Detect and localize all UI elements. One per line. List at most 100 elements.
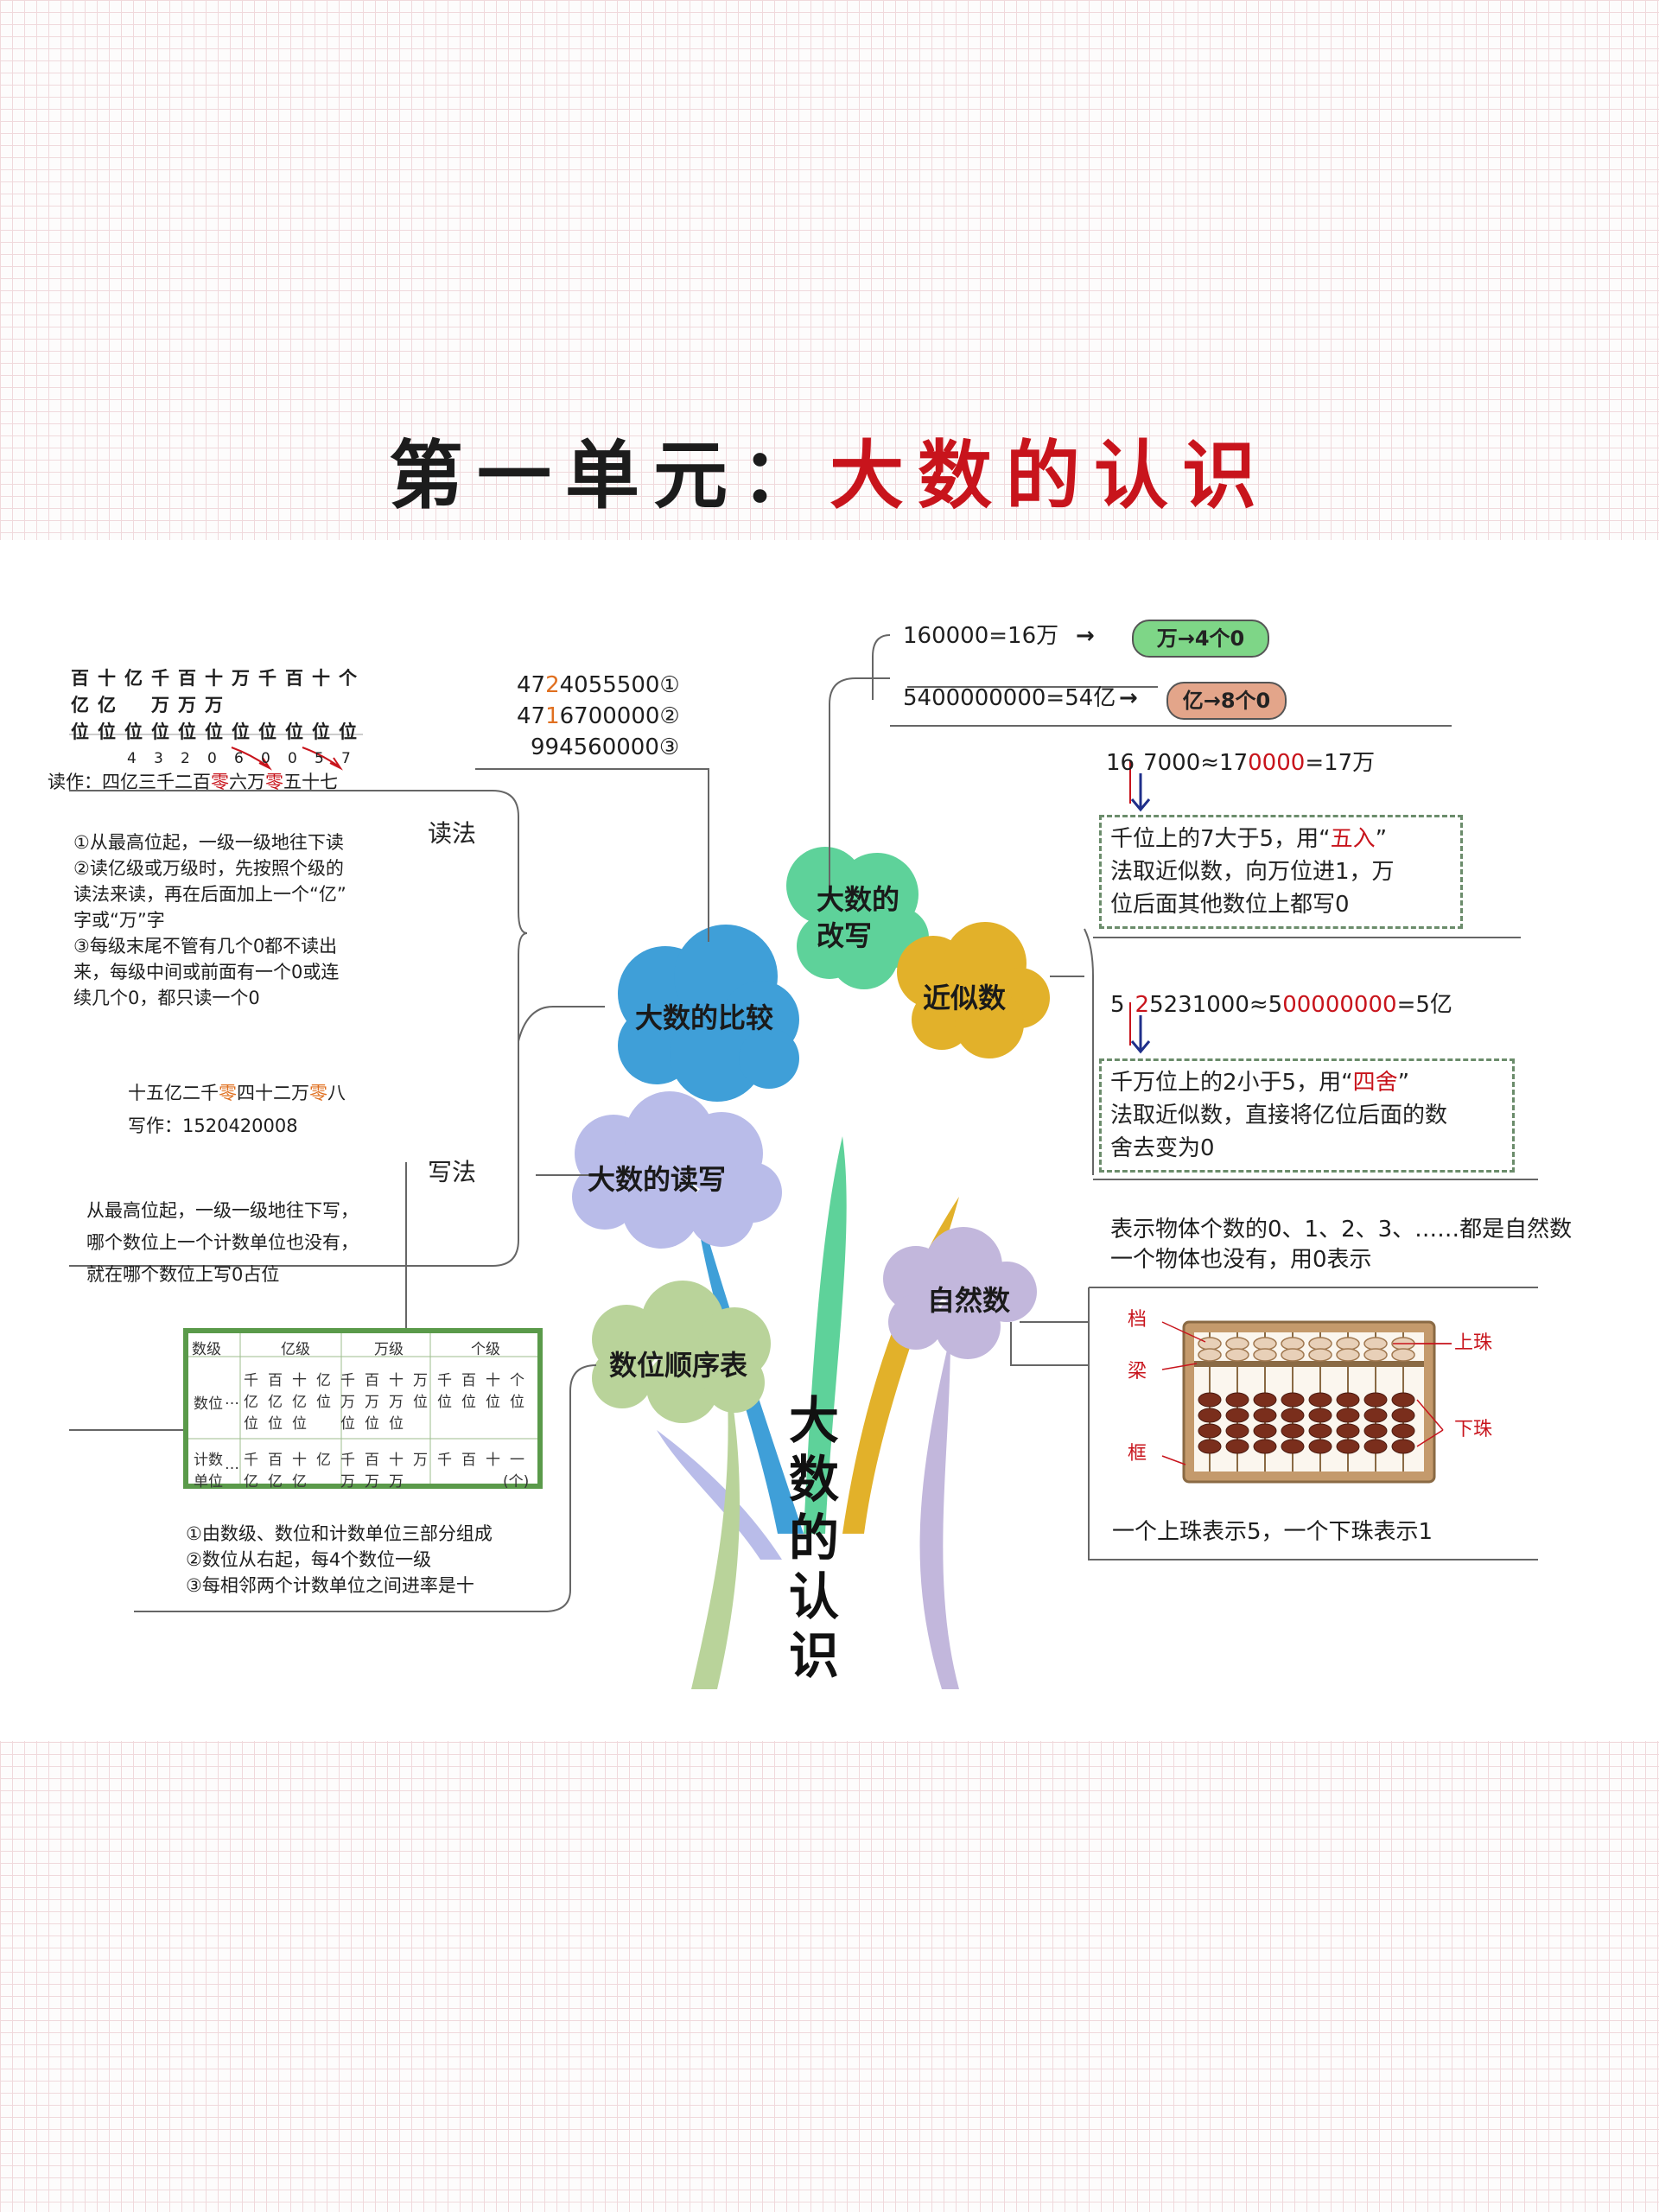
reading-rule-1: ①从最高位起，一级一级地往下读 (73, 832, 344, 853)
place-col-4-char-2: 位 (316, 1394, 331, 1411)
place-col-10-char-1: 百 (461, 1372, 476, 1389)
rewrite-eq-1: 160000=16万 (903, 623, 1059, 649)
approx-eq1-b: 7000≈17 (1143, 750, 1249, 776)
place-header-r1-4: 千 (151, 668, 169, 689)
approx-box1-line1: 千位上的7大于5，用“五入” (1110, 823, 1452, 855)
place-col-2-char-2: 亿 (268, 1394, 283, 1411)
place-col-9-char-2: 位 (437, 1394, 452, 1411)
approx-eq2-highlight: 2 (1135, 992, 1150, 1018)
place-col-10-char-2: 位 (461, 1394, 476, 1411)
place-col-5-char-3: 位 (340, 1415, 355, 1433)
center-title: 大数的认识 (788, 1391, 840, 1685)
approx-box2-line1: 千万位上的2小于5，用“四舍” (1110, 1066, 1503, 1099)
abacus-label-kuang: 框 (1128, 1443, 1147, 1465)
rewrite-eq-2: 5400000000=54亿 (903, 685, 1116, 711)
place-header-r1-9: 百 (285, 668, 303, 689)
unit-col-12-char-2: (个) (503, 1473, 530, 1491)
rewrite-arrow-2: → (1119, 685, 1138, 711)
place-col-8-char-2: 位 (413, 1394, 428, 1411)
approx-box-1: 千位上的7大于5，用“五入” 法取近似数，向万位进1，万 位后面其他数位上都写0 (1099, 815, 1463, 929)
approx-box1-word: 五入 (1330, 826, 1376, 852)
approx-eq1-d: =17万 (1305, 750, 1376, 776)
place-table-level-yi: 亿级 (281, 1341, 310, 1358)
place-table-row-unit-1: 计数 (194, 1452, 223, 1469)
place-header-r1-1: 百 (71, 668, 89, 689)
compare-n1-part-c: 4055500① (559, 672, 680, 698)
unit-col-7-char-1: 十 (389, 1452, 404, 1469)
reading-rule-2: ②读亿级或万级时，先按照个级的 (73, 858, 344, 879)
natural-def-2: 一个物体也没有，用0表示 (1110, 1247, 1372, 1273)
rewrite-pill-wan: 万→4个0 (1132, 620, 1269, 658)
cloud-label-approx: 近似数 (923, 982, 1007, 1014)
abacus-label-liang: 梁 (1128, 1361, 1147, 1382)
place-header-r3-7: 位 (232, 721, 250, 742)
place-header-r2-5: 万 (178, 695, 196, 715)
abacus-picture (1161, 1320, 1452, 1484)
reading-rule-7: 续几个0，都只读一个0 (73, 988, 260, 1008)
place-col-1-char-2: 亿 (244, 1394, 258, 1411)
reading-rule-6: 来，每级中间或前面有一个0或连 (73, 962, 340, 982)
natural-def-1: 表示物体个数的0、1、2、3、……都是自然数 (1110, 1217, 1573, 1243)
place-header-r3-9: 位 (285, 721, 303, 742)
cloud-label-natural: 自然数 (927, 1284, 1011, 1317)
abacus-label-lower: 下珠 (1454, 1419, 1493, 1440)
reading-digit-3: 2 (181, 750, 190, 767)
cloud-label-readwrite: 大数的读写 (588, 1163, 727, 1196)
center-title-text: 大数的认识 (788, 1391, 840, 1685)
place-header-r1-10: 十 (312, 668, 330, 689)
cloud-label-rewrite: 大数的 改写 (817, 881, 899, 954)
reading-digit-6: 0 (261, 750, 270, 767)
rewrite-arrow-1: → (1076, 623, 1095, 649)
unit-col-5-char-1: 千 (340, 1452, 355, 1469)
place-col-12-char-1: 个 (510, 1372, 524, 1389)
center-title-char-1: 大 (788, 1391, 839, 1450)
place-table-frame (183, 1328, 543, 1489)
approx-eq2-e: =5亿 (1396, 992, 1452, 1018)
writing-example-c: 八 (327, 1083, 346, 1103)
unit-col-2-char-1: 百 (268, 1452, 283, 1469)
reading-digit-7: 0 (288, 750, 297, 767)
place-col-6-char-1: 百 (365, 1372, 379, 1389)
cloud-label-place-order: 数位顺序表 (609, 1349, 748, 1382)
place-table-level-header: 数级 (192, 1341, 221, 1358)
place-col-2-char-1: 百 (268, 1372, 283, 1389)
reading-digit-5: 6 (234, 750, 244, 767)
unit-col-2-char-2: 亿 (268, 1473, 283, 1491)
place-table-row-place: 数位 (194, 1395, 223, 1413)
place-col-5-char-1: 千 (340, 1372, 355, 1389)
place-col-9-char-1: 千 (437, 1372, 452, 1389)
rewrite-pill-yi: 亿→8个0 (1166, 682, 1287, 720)
title-part-topic: 大数的认识 (830, 432, 1270, 519)
approx-box1-line2: 法取近似数，向万位进1，万 (1110, 859, 1395, 885)
approx-eq2-zeros: 00000000 (1282, 992, 1397, 1018)
compare-number-1: 4724055500① (517, 670, 680, 701)
writing-rule-1: 从最高位起，一级一级地往下写， (86, 1200, 359, 1221)
unit-col-3-char-2: 亿 (292, 1473, 307, 1491)
reading-label: 读法 (428, 819, 477, 848)
place-header-r2-8 (258, 692, 285, 719)
place-col-3-char-2: 亿 (292, 1394, 307, 1411)
writing-example-ling-2: 零 (309, 1083, 327, 1103)
cloud-natural (883, 1227, 1037, 1359)
approx-arrows (1130, 773, 1151, 1054)
read-as-mid: 六万 (229, 772, 265, 792)
stem-rewrite (804, 1136, 847, 1534)
unit-col-1-char-2: 亿 (244, 1473, 258, 1491)
place-rule-2: ②数位从右起，每4个数位一级 (186, 1549, 432, 1570)
place-header-r1-3: 亿 (124, 668, 143, 689)
place-header-r2-3 (124, 692, 151, 719)
center-title-char-4: 认 (788, 1567, 839, 1626)
place-header-r2-10 (312, 692, 339, 719)
place-col-7-char-3: 位 (389, 1415, 404, 1433)
place-col-1-char-3: 位 (244, 1415, 258, 1433)
center-title-char-3: 的 (788, 1509, 839, 1567)
writing-example: 十五亿二千零四十二万零八 (128, 1080, 346, 1107)
place-table-ellipsis-2: … (225, 1456, 239, 1473)
place-header-r2-6: 万 (205, 695, 223, 715)
unit-col-11-char-1: 十 (486, 1452, 500, 1469)
title-part-unit: 第一单元： (389, 432, 830, 519)
reading-digit-4: 0 (207, 750, 217, 767)
center-title-char-2: 数 (788, 1450, 839, 1509)
